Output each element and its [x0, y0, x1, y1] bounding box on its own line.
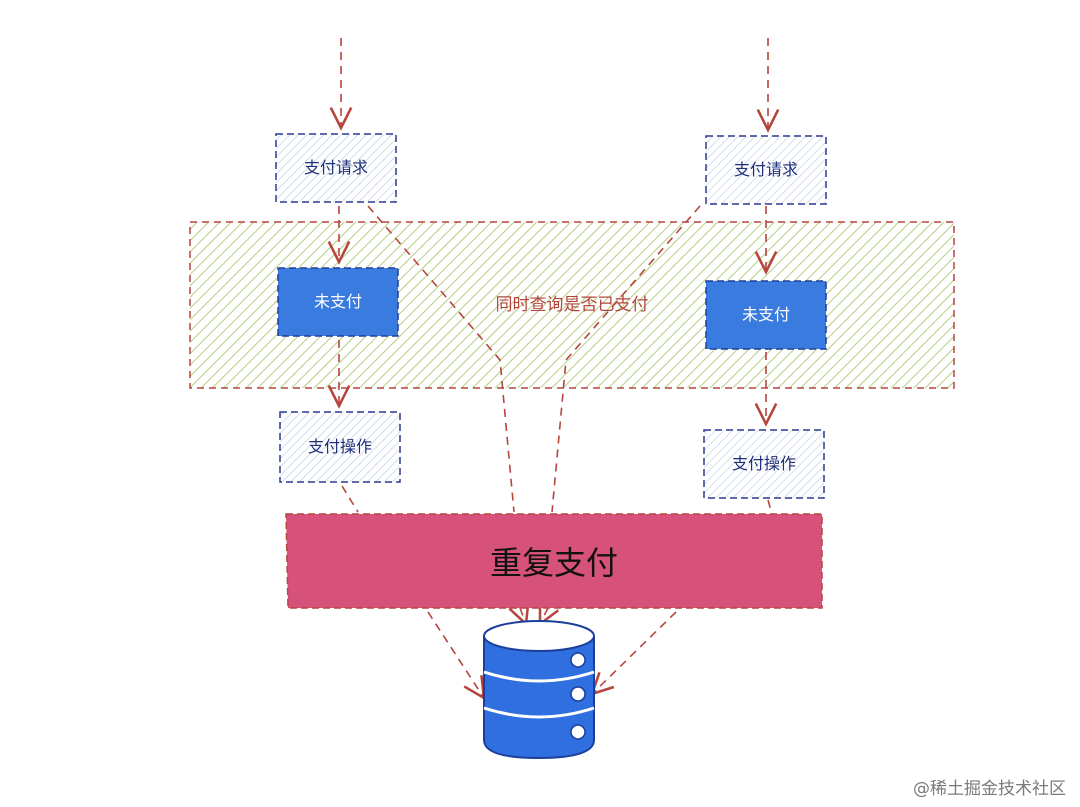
- left-unpaid-node: 未支付: [277, 267, 399, 337]
- db-indicator-1: [570, 652, 586, 668]
- arrow-result-to-db-right: [592, 611, 677, 694]
- db-indicator-2: [570, 686, 586, 702]
- db-indicator-3: [570, 724, 586, 740]
- arrow-left-operation-down: [341, 485, 359, 513]
- arrow-result-to-db-left: [427, 611, 484, 698]
- database-icon: [483, 620, 595, 760]
- right-operation-label: 支付操作: [732, 454, 796, 473]
- arrow-right-operation-down: [767, 499, 773, 515]
- watermark: @稀土掘金技术社区: [913, 779, 1066, 799]
- right-request-node: 支付请求: [705, 135, 827, 205]
- duplicate-payment-node: 重复支付: [285, 513, 823, 609]
- right-unpaid-label: 未支付: [742, 305, 790, 324]
- arrow-left-cross-path: [367, 205, 515, 513]
- left-operation-label: 支付操作: [308, 437, 372, 456]
- left-operation-node: 支付操作: [279, 411, 401, 483]
- concurrent-query-label: 同时查询是否已支付: [496, 295, 649, 315]
- right-request-label: 支付请求: [734, 160, 798, 179]
- right-operation-node: 支付操作: [703, 429, 825, 499]
- left-request-node: 支付请求: [275, 133, 397, 203]
- left-unpaid-label: 未支付: [314, 292, 362, 311]
- right-unpaid-node: 未支付: [705, 280, 827, 350]
- left-request-label: 支付请求: [304, 158, 368, 177]
- duplicate-payment-label: 重复支付: [490, 544, 618, 582]
